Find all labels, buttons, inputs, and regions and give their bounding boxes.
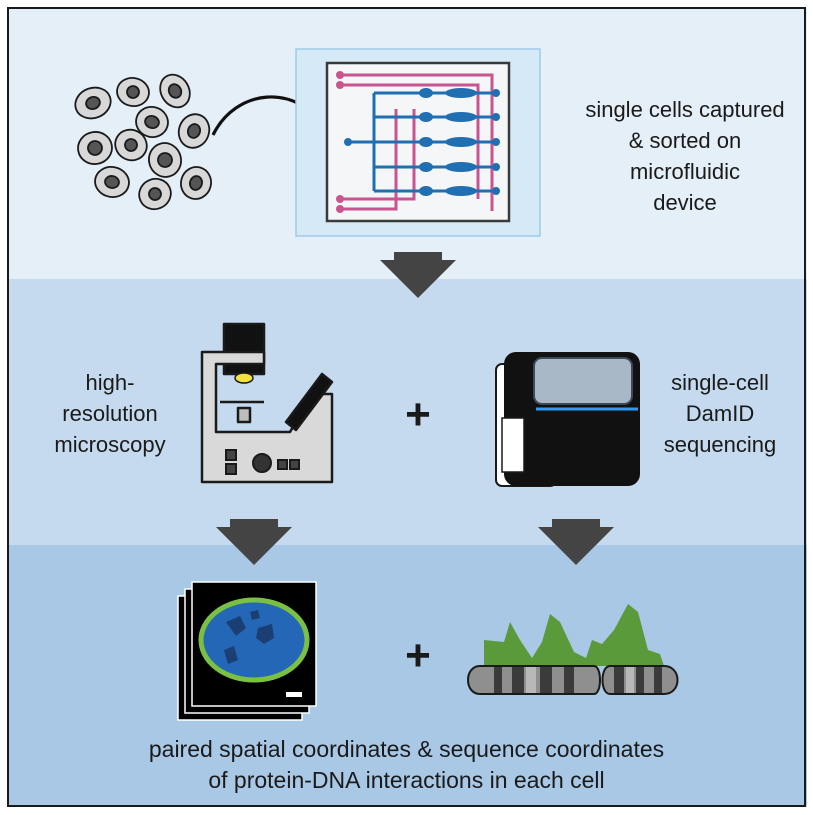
chromosome-track-icon xyxy=(467,604,679,695)
cells-icon xyxy=(74,73,212,211)
capture-caption-line: microfluidic xyxy=(629,159,741,184)
down-arrow-icon xyxy=(380,252,456,298)
plus-sign: + xyxy=(405,390,431,439)
sequencer-icon xyxy=(495,352,640,487)
output-caption-line: paired spatial coordinates & sequence co… xyxy=(148,736,665,762)
sequencing-label-line: DamID xyxy=(685,401,755,426)
microscopy-label: high- resolution microscopy xyxy=(30,368,190,461)
microfluidic-chip-icon xyxy=(295,48,541,237)
sequencing-label-line: single-cell xyxy=(671,370,769,395)
microscopy-label-line: high- xyxy=(85,370,135,395)
sequencing-label: single-cell DamID sequencing xyxy=(630,368,810,461)
output-caption-line: of protein-DNA interactions in each cell xyxy=(208,767,605,793)
down-arrow-icon xyxy=(216,519,292,565)
capture-caption-line: & sorted on xyxy=(628,128,742,153)
capture-caption-line: single cells captured xyxy=(585,97,785,122)
capture-caption: single cells captured & sorted on microf… xyxy=(565,95,805,219)
down-arrow-icon xyxy=(538,519,614,565)
nucleus-image-stack-icon xyxy=(177,581,317,721)
microscopy-label-line: resolution xyxy=(62,401,158,426)
microscope-icon xyxy=(200,322,334,484)
imaging-sequencing-panel xyxy=(8,279,807,545)
capture-caption-line: device xyxy=(653,190,717,215)
output-caption: paired spatial coordinates & sequence co… xyxy=(20,734,793,796)
microscopy-label-line: microscopy xyxy=(54,432,166,457)
plus-sign: + xyxy=(405,631,431,680)
sequencing-label-line: sequencing xyxy=(663,432,777,457)
